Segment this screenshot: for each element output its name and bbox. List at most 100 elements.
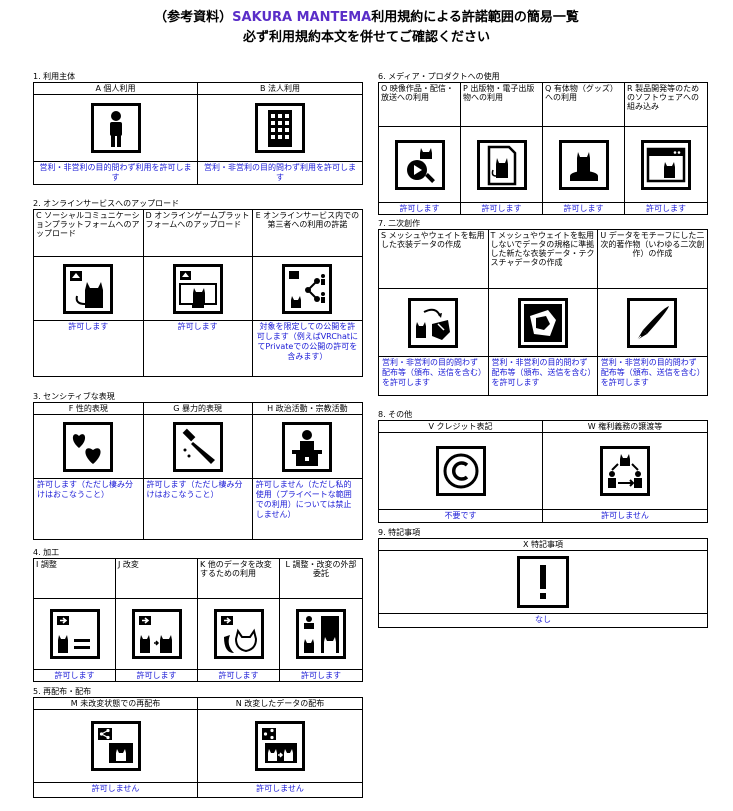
item-label: K 他のデータを改変するための利用 [198, 559, 279, 599]
item-label: L 調整・改変の外部委託 [280, 559, 362, 599]
item-r: R 製品開発等のためのソフトウェアへの組み込み 許可します [625, 83, 707, 214]
item-k: K 他のデータを改変するための利用 許可します [198, 559, 280, 681]
item-m: M 未改変状態での再配布 許可しません [34, 698, 198, 797]
item-note: 許可します [646, 204, 686, 213]
section-derivative-works: 7. 二次創作 S メッシュやウェイトを転用した衣装データの作成 営利・非営利の… [378, 218, 708, 396]
section-title: 8. その他 [378, 410, 413, 419]
item-note: 許可しません [601, 511, 649, 520]
item-note: 許可します [563, 204, 604, 213]
item-label: X 特記事項 [379, 539, 707, 551]
item-note: 営利・非営利の目的問わず配布等（頒布、送信を含む）を許可します [491, 358, 592, 387]
item-note: 許可します [218, 671, 259, 680]
outsource-icon [296, 609, 346, 659]
item-w: W 権利義務の譲渡等 許可しません [543, 421, 707, 522]
game-upload-icon [172, 263, 223, 314]
item-note: 許可します [481, 204, 522, 213]
section-special-notes: 9. 特記事項 X 特記事項 なし [378, 527, 708, 628]
modify-icon [131, 609, 182, 659]
section-title: 7. 二次創作 [378, 219, 421, 228]
item-note: 営利・非営利の目的問わず配布等（頒布、送信を含む）を許可します [382, 358, 482, 387]
software-icon [641, 139, 691, 190]
title-suffix: 利用規約による許諾範囲の簡易一覧 [371, 10, 579, 25]
item-label: H 政治活動・宗教活動 [252, 403, 362, 415]
item-label: P 出版物・電子出版物への利用 [461, 83, 542, 127]
item-label: D オンラインゲームプラットフォームへのアップロード [143, 210, 252, 257]
section-title: 4. 加工 [33, 548, 60, 557]
building-icon [255, 103, 305, 153]
pen-icon [627, 297, 678, 348]
item-label: I 調整 [34, 559, 115, 599]
item-f: F 性的表現 許可します（ただし棲み分けはおこなうこと） [34, 403, 144, 539]
item-label: F 性的表現 [34, 403, 143, 415]
page-subtitle: 必ず利用規約本文を併せてご確認ください [242, 30, 490, 45]
item-label: T メッシュやウェイトを転用しないでデータの規格に準拠した新たな衣装データ・テク… [488, 230, 597, 289]
transfer-icon [600, 446, 650, 496]
item-label: S メッシュやウェイトを転用した衣装データの作成 [379, 230, 488, 289]
page-title: （参考資料）SAKURA MANTEMA利用規約による許諾範囲の簡易一覧 [0, 6, 733, 25]
item-b: B 法人利用 営利・非営利の目的問わず利用を許可します [198, 83, 362, 184]
item-label: A 個人利用 [34, 83, 197, 95]
item-q: Q 有体物（グッズ）への利用 許可します [543, 83, 625, 214]
texture-icon [517, 297, 568, 348]
item-note: 許可します [177, 322, 218, 331]
publication-icon [476, 139, 527, 190]
item-note: 許可しません [91, 784, 140, 793]
redistribute-icon [90, 721, 141, 771]
video-icon [394, 139, 445, 190]
item-e: E オンラインサービス内での第三者への利用の許諾 対象を限定しての公開を許可しま… [252, 210, 362, 376]
adjust-icon [49, 609, 100, 659]
item-d: D オンラインゲームプラットフォームへのアップロード 許可します [143, 210, 253, 376]
costume-icon [408, 297, 459, 348]
hearts-icon [63, 421, 114, 472]
item-label: B 法人利用 [198, 83, 362, 95]
item-j: J 改変 許可します [116, 559, 198, 681]
item-t: T メッシュやウェイトを転用しないでデータの規格に準拠した新たな衣装データ・テク… [488, 230, 598, 395]
item-note: 不要です [444, 511, 477, 520]
item-label: E オンラインサービス内での第三者への利用の許諾 [252, 210, 362, 257]
person-icon [90, 103, 141, 153]
item-note: なし [535, 615, 551, 624]
item-label: U データをモチーフにした二次的著作物（いわゆる二次創作）の作成 [597, 230, 707, 289]
item-x: X 特記事項 なし [379, 539, 707, 627]
section-title: 2. オンラインサービスへのアップロード [33, 199, 180, 208]
item-label: O 映像作品・配信・放送への利用 [379, 83, 460, 127]
item-n: N 改変したデータの配布 許可しません [198, 698, 362, 797]
item-l: L 調整・改変の外部委託 許可します [280, 559, 362, 681]
section-media-products: 6. メディア・プロダクトへの使用 O 映像作品・配信・放送への利用 許可します… [378, 71, 708, 215]
share-people-icon [282, 263, 333, 314]
title-prefix: （参考資料） [154, 10, 233, 25]
item-s: S メッシュやウェイトを転用した衣装データの作成 営利・非営利の目的問わず配布等… [379, 230, 489, 395]
item-note: 許可します [136, 671, 177, 680]
section-title: 1. 利用主体 [33, 72, 76, 81]
section-processing: 4. 加工 I 調整 許可します J 改変 許可します K 他のデータを改変する… [33, 547, 363, 682]
copyright-icon [435, 446, 486, 496]
item-label: V クレジット表記 [379, 421, 542, 433]
section-title: 9. 特記事項 [378, 528, 421, 537]
item-u: U データをモチーフにした二次的著作物（いわゆる二次創作）の作成 営利・非営利の… [597, 230, 707, 395]
upload-cat-icon [63, 263, 114, 314]
section-title: 6. メディア・プロダクトへの使用 [378, 72, 500, 81]
distribute-modified-icon [255, 721, 305, 771]
item-label: N 改変したデータの配布 [198, 698, 362, 710]
item-label: Q 有体物（グッズ）への利用 [543, 83, 624, 127]
section-title: 3. センシティブな表現 [33, 392, 115, 401]
item-note: 対象を限定しての公開を許可します（例えばVRChatにてPrivateでの公開の… [256, 322, 359, 361]
section-title: 5. 再配布・配布 [33, 687, 92, 696]
item-note: 許可します（ただし棲み分けはおこなうこと） [37, 480, 133, 499]
item-o: O 映像作品・配信・放送への利用 許可します [379, 83, 461, 214]
item-note: 許可します [54, 671, 95, 680]
exclamation-icon [517, 556, 569, 608]
item-label: G 暴力的表現 [143, 403, 252, 415]
item-label: R 製品開発等のためのソフトウェアへの組み込み [625, 83, 707, 127]
item-label: J 改変 [116, 559, 197, 599]
item-i: I 調整 許可します [34, 559, 116, 681]
item-note: 営利・非営利の目的問わず利用を許可します [204, 163, 356, 182]
item-note: 許可します [68, 322, 109, 331]
section-sensitive-expression: 3. センシティブな表現 F 性的表現 許可します（ただし棲み分けはおこなうこと… [33, 391, 363, 540]
item-note: 許可しません [256, 784, 304, 793]
section-usage-subject: 1. 利用主体 A 個人利用 営利・非営利の目的問わず利用を許可します B 法人… [33, 71, 363, 185]
item-note: 許可しません（ただし私的使用（プライベートな範囲での利用）については禁止しません… [255, 480, 352, 519]
section-other: 8. その他 V クレジット表記 不要です W 権利義務の譲渡等 許可しません [378, 409, 708, 523]
title-brand: SAKURA MANTEMA [232, 10, 372, 25]
item-label: C ソーシャルコミュニケーションプラットフォームへのアップロード [34, 210, 143, 257]
